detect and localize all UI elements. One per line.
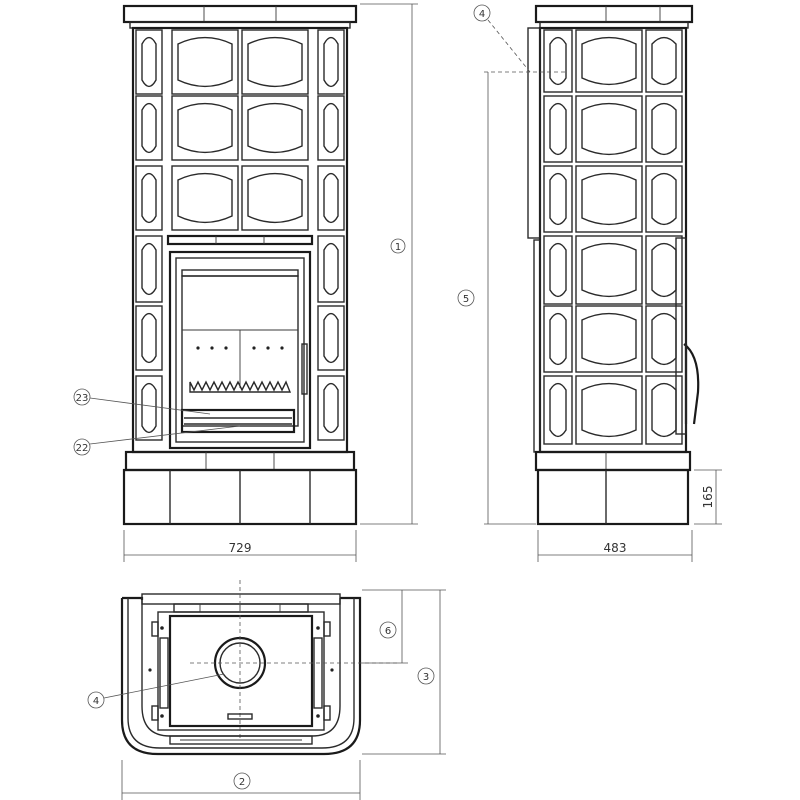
side-edge-tile — [543, 375, 573, 445]
side-edge-tile — [645, 375, 683, 445]
front-width-label: 729 — [229, 541, 252, 555]
side-edge-tile — [645, 305, 683, 373]
front-view — [122, 4, 358, 526]
side-tile — [575, 375, 643, 445]
front-dimensions: 729 1 23 22 — [73, 3, 418, 562]
side-edge-tile-inset — [549, 382, 567, 438]
front-edge-tile-left-inset — [141, 382, 157, 434]
side-tile-inset — [581, 102, 637, 156]
side-tile-inset — [581, 312, 637, 366]
side-edge-tile — [543, 95, 573, 163]
front-tile-inset — [247, 36, 303, 88]
front-tile — [241, 95, 309, 161]
front-tile-inset — [177, 102, 233, 154]
side-edge-tile-inset — [651, 172, 677, 226]
front-tile-inset — [177, 36, 233, 88]
front-edge-tile-left — [135, 29, 163, 95]
front-tile — [241, 165, 309, 231]
ash-drawer — [180, 408, 296, 434]
side-edge-tile-inset — [651, 242, 677, 298]
side-dimensions: 483 165 5 4 — [457, 4, 722, 562]
front-edge-tile-left — [135, 375, 163, 441]
top-firebox — [168, 614, 314, 728]
front-edge-tile-left — [135, 95, 163, 161]
side-tile-grid — [543, 29, 683, 445]
side-tile-inset — [581, 242, 637, 298]
callout-top-width: 2 — [239, 777, 245, 788]
side-edge-tile — [543, 305, 573, 373]
front-edge-tile-left-inset — [141, 36, 157, 88]
front-edge-tile-right — [317, 95, 345, 161]
side-tile — [575, 165, 643, 233]
side-edge-tile-inset — [549, 102, 567, 156]
side-edge-tile-inset — [549, 172, 567, 226]
callout-flue-height: 5 — [463, 294, 469, 305]
front-edge-tile-left — [135, 305, 163, 371]
callout-flue-offset: 6 — [385, 626, 391, 637]
front-edge-tile-left-inset — [141, 172, 157, 224]
side-edge-tile — [543, 235, 573, 305]
front-edge-tile-left-inset — [141, 102, 157, 154]
front-edge-tile-right — [317, 29, 345, 95]
front-edge-tile-left — [135, 235, 163, 303]
front-edge-tile-right — [317, 235, 345, 303]
front-edge-tile-right-inset — [323, 172, 339, 224]
door-lintel — [166, 234, 314, 246]
front-tile-inset — [247, 172, 303, 224]
side-edge-tile-inset — [549, 312, 567, 366]
fire-door — [168, 250, 312, 450]
front-edge-tile-right — [317, 165, 345, 231]
side-tile-inset — [581, 172, 637, 226]
side-edge-tile — [543, 29, 573, 93]
side-view — [527, 4, 700, 526]
side-edge-tile — [645, 165, 683, 233]
front-edge-tile-right-inset — [323, 312, 339, 364]
side-edge-tile — [645, 95, 683, 163]
front-tile-grid — [135, 29, 345, 441]
front-edge-tile-right — [317, 305, 345, 371]
callout-top-depth: 3 — [423, 672, 429, 683]
front-edge-tile-left-inset — [141, 242, 157, 296]
callout-flue-top: 4 — [93, 696, 99, 707]
side-edge-tile-inset — [651, 36, 677, 86]
side-tile — [575, 95, 643, 163]
front-edge-tile-right-inset — [323, 102, 339, 154]
front-edge-tile-right — [317, 375, 345, 441]
side-edge-tile-inset — [549, 36, 567, 86]
side-edge-tile-inset — [651, 312, 677, 366]
side-edge-tile-inset — [651, 382, 677, 438]
front-edge-tile-left-inset — [141, 312, 157, 364]
top-view — [120, 580, 400, 756]
side-edge-tile — [645, 29, 683, 93]
side-tile-inset — [581, 382, 637, 438]
base-height-label: 165 — [701, 486, 715, 509]
front-tile-inset — [177, 172, 233, 224]
callout-grate-upper: 23 — [76, 393, 89, 404]
callout-height: 1 — [395, 242, 401, 253]
callout-flue-side: 4 — [479, 9, 485, 20]
front-edge-tile-right-inset — [323, 242, 339, 296]
front-edge-tile-right-inset — [323, 36, 339, 88]
side-edge-tile-inset — [651, 102, 677, 156]
front-tile — [171, 95, 239, 161]
front-tile — [171, 29, 239, 95]
front-edge-tile-left — [135, 165, 163, 231]
front-tile-inset — [247, 102, 303, 154]
door-handle — [301, 343, 308, 395]
side-edge-tile — [543, 165, 573, 233]
side-edge-tile-inset — [549, 242, 567, 298]
front-edge-tile-right-inset — [323, 382, 339, 434]
top-dimensions: 2 3 6 4 — [87, 589, 446, 800]
front-tile — [171, 165, 239, 231]
side-edge-tile — [645, 235, 683, 305]
side-tile — [575, 29, 643, 93]
side-tile — [575, 305, 643, 373]
front-tile — [241, 29, 309, 95]
side-tile — [575, 235, 643, 305]
side-depth-label: 483 — [604, 541, 627, 555]
callout-grate-lower: 22 — [76, 443, 89, 454]
side-tile-inset — [581, 36, 637, 86]
